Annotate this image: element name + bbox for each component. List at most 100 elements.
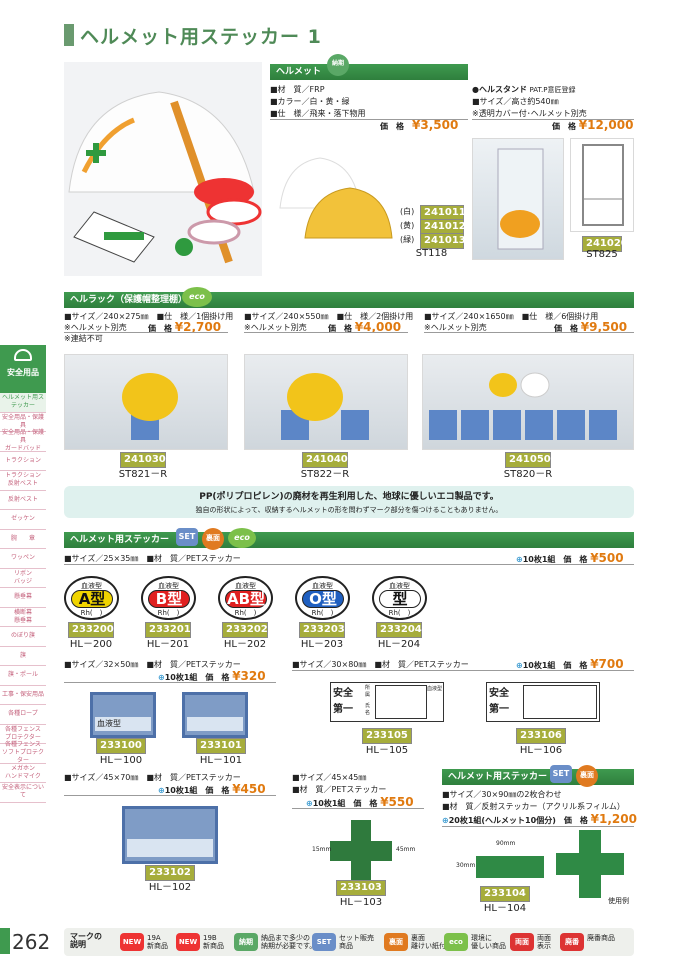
sidebar-item[interactable]: 懸垂幕 [0, 588, 46, 608]
divider [292, 670, 634, 671]
s45-sticker [122, 806, 218, 864]
legend-badge-icon: 裏面 [384, 933, 408, 951]
rack-note: ※ヘルメット別売 [244, 323, 307, 332]
legend-text: 納品まで多少の 納期が必要です。 [261, 934, 317, 950]
variant-label: (緑) [400, 235, 415, 244]
eco-banner-line2: 独自の形状によって、収納するヘルメットの形を問わずマーク部分を傷つけることもあり… [195, 506, 503, 514]
rack-photo [64, 354, 228, 450]
s32-code-1: 233100 [96, 738, 146, 754]
s45b-spec-material: ■材 質／PETステッカー [292, 785, 387, 794]
page-number: 262 [12, 930, 51, 954]
helmet-photo-colors [270, 138, 398, 262]
s30-model-1: HL－105 [365, 745, 409, 756]
s30-code-1: 233105 [362, 728, 412, 744]
cross-band: ヘルメット用ステッカー [442, 769, 634, 785]
cross-price: ⊕20枚1組(ヘルメット10個分) 価 格 ¥1,200 [442, 812, 637, 826]
helmet-illustration [64, 62, 262, 276]
divider [270, 119, 468, 120]
sidebar-item[interactable]: 旗・ポール [0, 666, 46, 686]
blood-model: HL－204 [377, 639, 421, 650]
divider [64, 795, 276, 796]
divider [472, 119, 634, 120]
s45-price: ⊕10枚1組 価 格 ¥450 [158, 782, 266, 796]
s32-price: ⊕10枚1組 価 格 ¥320 [158, 669, 266, 683]
sidebar-item[interactable]: 反射ベスト [0, 491, 46, 510]
helmet-icon [14, 349, 32, 361]
eco-badge-icon: eco [182, 287, 212, 307]
legend-text: 裏面 離けい紙付 [411, 934, 446, 950]
s30-model-2: HL－106 [519, 745, 563, 756]
sidebar-item[interactable]: ワッペン [0, 549, 46, 569]
sidebar-item[interactable]: 安全表示について [0, 783, 46, 803]
legend-text: 環境に 優しい商品 [471, 934, 506, 950]
sidebar-item[interactable]: メガホン ハンドマイク [0, 764, 46, 783]
rack-code: 241030 [120, 452, 166, 468]
helmet-band: ヘルメット [270, 64, 468, 80]
s32-blank [187, 717, 243, 731]
legend-text: 19B 新商品 [203, 934, 224, 950]
blood-spec: ■サイズ／25×35㎜ ■材 質／PETステッカー [64, 554, 241, 563]
sidebar-item[interactable]: 安全用品・保護具 [0, 413, 46, 432]
rack-price: 価 格 ¥9,500 [554, 320, 628, 334]
sidebar-item[interactable]: 工事・保安用品 [0, 686, 46, 705]
sticker-band: ヘルメット用ステッカー [64, 532, 634, 548]
sidebar-item[interactable]: リボン バッジ [0, 569, 46, 588]
s45b-dim-width: 15mm [312, 846, 332, 853]
legend-badge-icon: SET [312, 933, 336, 951]
blood-code: 233202 [222, 622, 268, 638]
s32-label: 血液型 [95, 717, 151, 731]
s45b-dim-height: 45mm [396, 846, 416, 853]
rack-price: 価 格 ¥2,700 [148, 320, 222, 334]
helmet-model: ST118 [415, 248, 448, 259]
s30-field2: 氏名 [365, 703, 371, 716]
s30-spec: ■サイズ／30×80㎜ ■材 質／PETステッカー [292, 660, 469, 669]
sidebar-item[interactable]: 横断幕 懸垂幕 [0, 608, 46, 627]
backing-badge-icon: 裏面 [576, 765, 598, 787]
s30-safety-text: 安全第一 [489, 688, 509, 715]
sidebar-category[interactable]: 安全用品 [0, 345, 46, 393]
helmet-colors-illustration [279, 157, 393, 239]
sidebar-item[interactable]: 旗 [0, 647, 46, 666]
blood-code: 233201 [145, 622, 191, 638]
blood-model: HL－201 [146, 639, 190, 650]
blood-code: 233200 [68, 622, 114, 638]
sidebar-item[interactable]: トラクション [0, 452, 46, 471]
s45b-spec-size: ■サイズ／45×45㎜ [292, 773, 367, 782]
rack-note: ※ヘルメット別売 [424, 323, 487, 332]
sidebar-item[interactable]: ゼッケン [0, 510, 46, 530]
cross-example-label: 使用例 [608, 897, 629, 905]
rack-spec: ■サイズ／240×550㎜ ■仕 様／2個掛け用 [244, 312, 414, 321]
rack-model: ST821－R [118, 469, 168, 480]
cross-model: HL－104 [483, 903, 527, 914]
rack-spec: ■サイズ／240×1650㎜ ■仕 様／6個掛け用 [424, 312, 599, 321]
cross-strip [476, 856, 544, 878]
divider [64, 564, 634, 565]
variant-code: 241013 [420, 233, 466, 249]
rack-model: ST820－R [503, 469, 553, 480]
sidebar-item[interactable]: 各種ロープ [0, 705, 46, 725]
helmet-spec-color: ■カラー／白・黄・緑 [270, 97, 350, 106]
sidebar-item[interactable]: 腕 章 [0, 530, 46, 549]
divider [442, 826, 634, 827]
s30-field3: 血液型 [427, 686, 443, 692]
sidebar-item[interactable]: 安全用品・保護具 ガードバッド [0, 429, 46, 453]
legend-badge-icon: 両面 [510, 933, 534, 951]
sidebar-item[interactable]: トラクション 反射ベスト [0, 471, 46, 491]
legend-text: 廃番商品 [587, 934, 615, 942]
cross-spec-size: ■サイズ／30×90㎜の2枚合わせ [442, 790, 562, 799]
sidebar-item[interactable]: のぼり旗 [0, 627, 46, 647]
sidebar-item[interactable]: 各種フェンス ソフトプロテクター [0, 741, 46, 765]
legend-badge-icon: NEW [176, 933, 200, 951]
rack-code: 241040 [302, 452, 348, 468]
legend-text: 19A 新商品 [147, 934, 168, 950]
stand-spec-size: ■サイズ／高さ約540㎜ [472, 97, 559, 106]
sidebar-item[interactable]: ヘルメット用ステッカー [0, 393, 46, 413]
sidebar-item[interactable]: 各種フェンス プロテクター [0, 725, 46, 744]
s32-model-1: HL－100 [99, 755, 143, 766]
s30-sticker-1: 安全第一 所属 氏名 血液型 [330, 682, 444, 722]
s30-price: ⊕10枚1組 価 格 ¥700 [516, 657, 624, 671]
legend-text: セット販売 商品 [339, 934, 374, 950]
